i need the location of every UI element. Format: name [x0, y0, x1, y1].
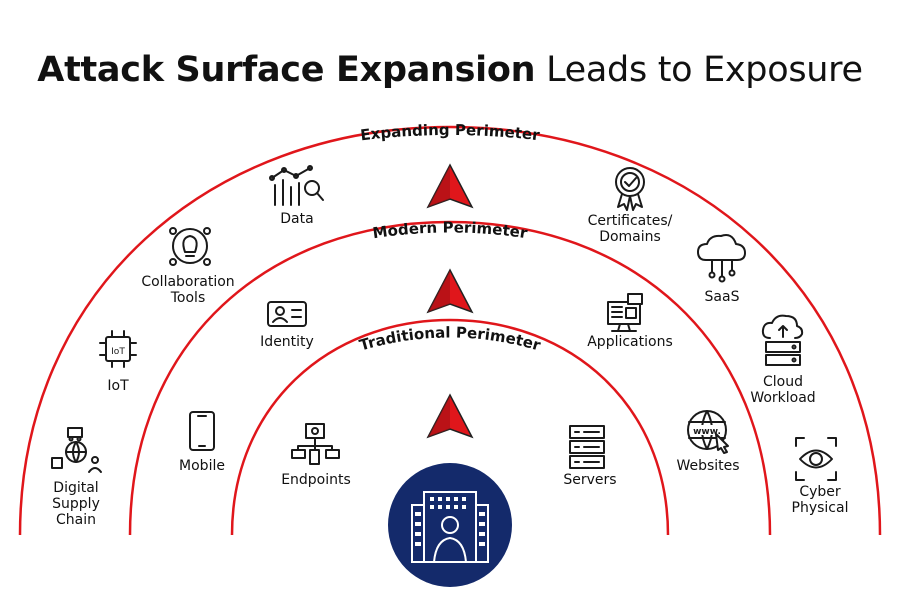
- traditional-perimeter-arc: [230, 318, 670, 536]
- cloud-network-icon: [697, 234, 746, 283]
- eye-scan-icon: [795, 437, 837, 481]
- cloud-workload-label: Cloud Workload: [750, 374, 816, 406]
- id-card-icon: [267, 301, 307, 327]
- mobile-phone-icon: [189, 411, 215, 451]
- cloud-server-icon: [761, 314, 804, 366]
- arrow-up-icon: [426, 268, 474, 314]
- collaboration-lightbulb-icon: [169, 227, 211, 266]
- arrow-up-icon: [426, 393, 474, 439]
- websites-label: Websites: [676, 458, 740, 474]
- data-label: Data: [280, 211, 314, 227]
- iot-chip-icon: IoT: [99, 330, 137, 368]
- title-light: Leads to Exposure: [546, 50, 863, 90]
- saas-label: SaaS: [704, 289, 740, 305]
- iot-label: IoT: [107, 378, 129, 394]
- title-bold: Attack Surface Expansion: [37, 50, 536, 90]
- office-building-person-icon: [388, 463, 512, 587]
- modern-perimeter-arc: [128, 220, 772, 536]
- applications-label: Applications: [587, 334, 673, 350]
- arrow-up-icon: [426, 163, 474, 209]
- applications-monitor-icon: [607, 293, 643, 332]
- endpoints-network-icon: [291, 423, 340, 465]
- endpoints-label: Endpoints: [281, 472, 351, 488]
- expanding-perimeter-label: Expanding Perimeter: [359, 121, 541, 144]
- data-analytics-icon: [269, 165, 324, 206]
- modern-perimeter-label: Modern Perimeter: [371, 218, 529, 242]
- mobile-label: Mobile: [179, 458, 225, 474]
- certificates-domains-label: Certificates/ Domains: [587, 213, 673, 245]
- digital-supply-chain-label: Digital Supply Chain: [52, 480, 100, 528]
- svg-text:IoT: IoT: [111, 347, 125, 357]
- collaboration-tools-label: Collaboration Tools: [141, 274, 235, 306]
- www-globe-icon: www.: [687, 410, 729, 454]
- supply-chain-globe-icon: [51, 427, 102, 473]
- page-title: Attack Surface Expansion Leads to Exposu…: [0, 48, 900, 92]
- identity-label: Identity: [260, 334, 314, 350]
- certificate-badge-icon: [615, 167, 645, 211]
- cyber-physical-label: Cyber Physical: [791, 484, 849, 516]
- servers-label: Servers: [563, 472, 617, 488]
- expanding-perimeter-arc: [18, 125, 882, 536]
- svg-text:www.: www.: [693, 427, 721, 437]
- server-rack-icon: [569, 425, 605, 469]
